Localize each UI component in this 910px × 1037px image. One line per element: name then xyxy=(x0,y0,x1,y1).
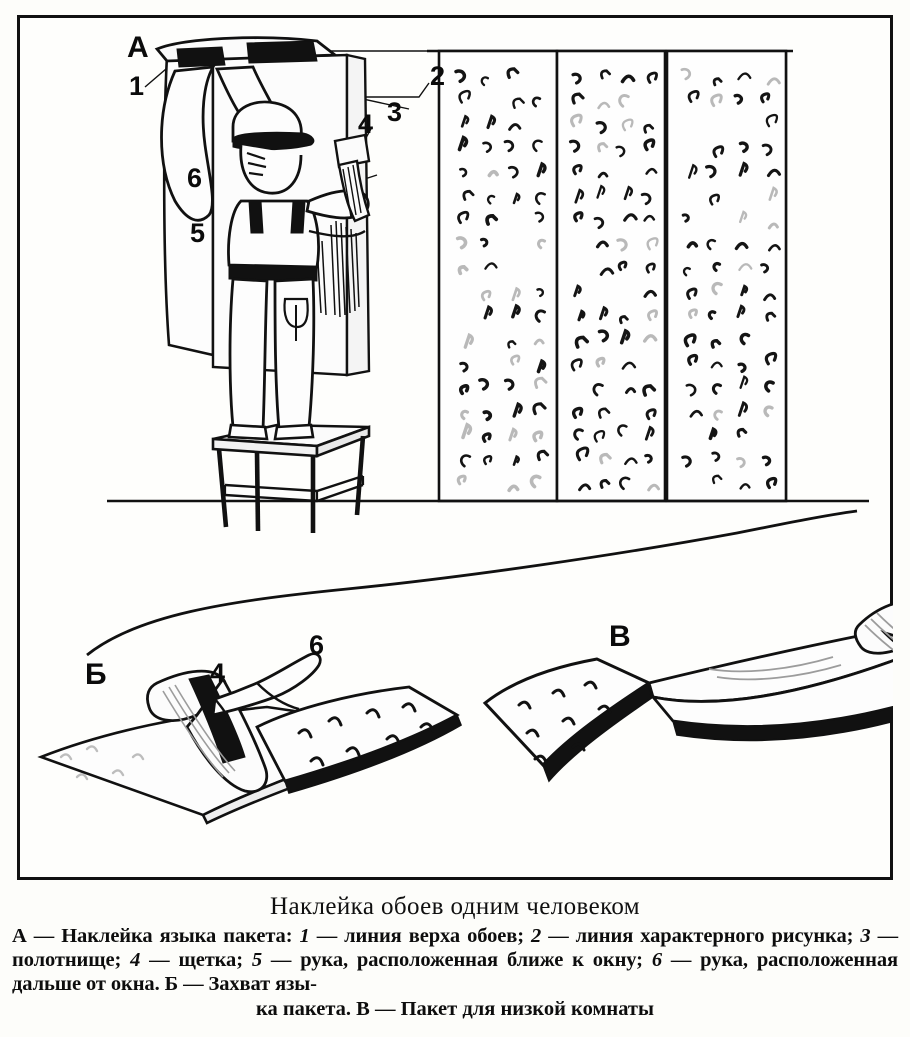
caption-num-3: 3 xyxy=(860,925,871,947)
caption-num-5: 5 xyxy=(251,949,263,972)
callout-label-3: 3 xyxy=(387,97,403,127)
stool xyxy=(211,423,371,533)
figure-caption: Наклейка обоев одним человеком А — Накле… xyxy=(0,893,910,1021)
panel-label-a: A xyxy=(127,31,149,64)
caption-seg-1: — линия верха обоев; xyxy=(309,925,531,947)
caption-num-2: 2 xyxy=(531,925,542,947)
caption-seg-5: — рука, расположенная ближе к окну; xyxy=(262,949,652,972)
callout-label-4b: 4 xyxy=(210,658,226,688)
panel-b-roll xyxy=(37,652,462,825)
caption-last-line: ка пакета. В — Пакет для низкой комнаты xyxy=(255,997,655,1020)
technical-illustration xyxy=(37,15,893,825)
callout-label-2: 2 xyxy=(430,61,446,91)
floor-line xyxy=(86,499,869,657)
caption-seg-6: — рука, расположенная дальше от окна. Б … xyxy=(12,949,898,996)
panel-v-packet xyxy=(482,602,893,783)
caption-num-4: 4 xyxy=(130,949,141,972)
callout-label-5: 5 xyxy=(190,218,206,248)
caption-seg-a: А — Наклейка языка пакета: xyxy=(12,925,300,947)
callout-label-1: 1 xyxy=(129,71,145,101)
caption-title: Наклейка обоев одним человеком xyxy=(270,893,640,920)
caption-seg-2: — линия характерного рисунка; xyxy=(541,925,861,947)
panel-label-b: Б xyxy=(85,658,107,691)
wallpaper-area xyxy=(427,49,793,503)
worker-figure xyxy=(154,36,371,441)
caption-seg-4: — щетка; xyxy=(140,949,252,972)
callout-label-4: 4 xyxy=(358,109,374,139)
caption-seg-3: — полотнище; xyxy=(12,925,898,972)
callout-label-6: 6 xyxy=(187,163,203,193)
callout-label-6b: 6 xyxy=(309,630,325,660)
wallpaper-pattern xyxy=(454,15,780,490)
caption-num-6: 6 xyxy=(651,949,662,972)
caption-num-1: 1 xyxy=(299,925,310,947)
caption-body: А — Наклейка языка пакета: 1 — линия вер… xyxy=(12,924,898,997)
panel-label-v: В xyxy=(609,620,631,653)
